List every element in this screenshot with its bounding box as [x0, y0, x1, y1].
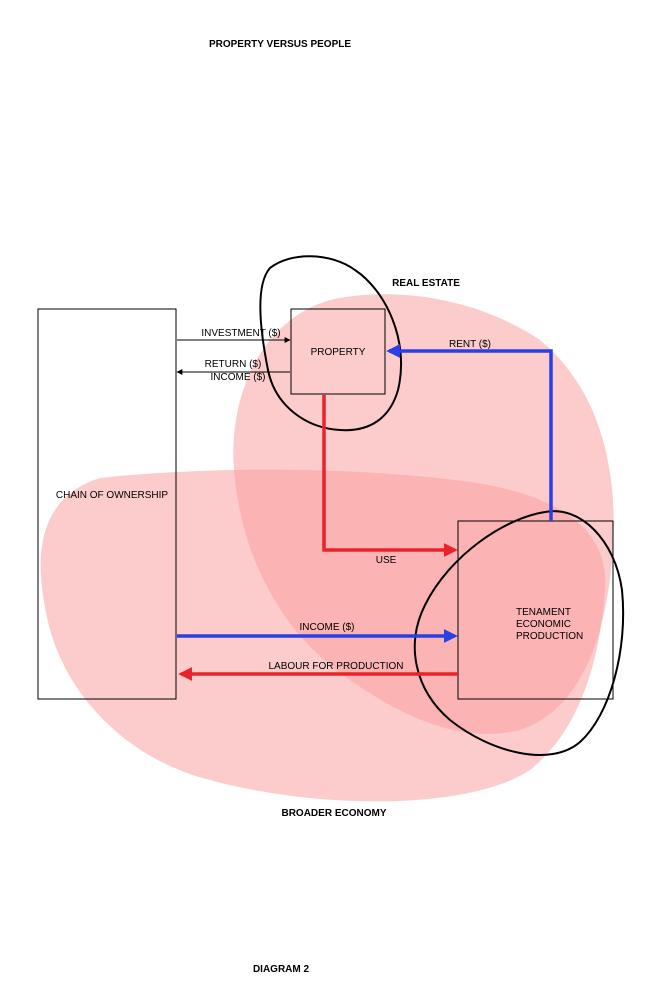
tenament-outline [413, 510, 625, 756]
broader-economy-label: BROADER ECONOMY [281, 808, 386, 819]
real-estate-label: REAL ESTATE [392, 278, 460, 289]
labour-label: LABOUR FOR PRODUCTION [268, 661, 403, 672]
tenament-label-line-1: TENAMENT [516, 607, 571, 618]
tenament-box [457, 520, 614, 700]
property-box [290, 308, 386, 395]
income-label: INCOME ($) [300, 622, 355, 633]
property-label: PROPERTY [311, 347, 366, 358]
chain-of-ownership-label: CHAIN OF OWNERSHIP [56, 490, 169, 501]
diagram-title: PROPERTY VERSUS PEOPLE [209, 39, 351, 50]
use-arrow [322, 395, 458, 557]
investment-label: INVESTMENT ($) [201, 328, 280, 339]
real-estate-outline [259, 255, 403, 432]
rent-arrow [386, 344, 553, 521]
return-label: RETURN ($) [205, 359, 262, 370]
use-label: USE [376, 555, 397, 566]
return-income-label: INCOME ($) [211, 372, 266, 383]
chain-of-ownership-box [37, 308, 177, 700]
diagram-footer: DIAGRAM 2 [253, 964, 310, 975]
tenament-label-line-3: PRODUCTION [516, 631, 583, 642]
rent-label: RENT ($) [449, 339, 491, 350]
tenament-label-line-2: ECONOMIC [516, 619, 571, 630]
